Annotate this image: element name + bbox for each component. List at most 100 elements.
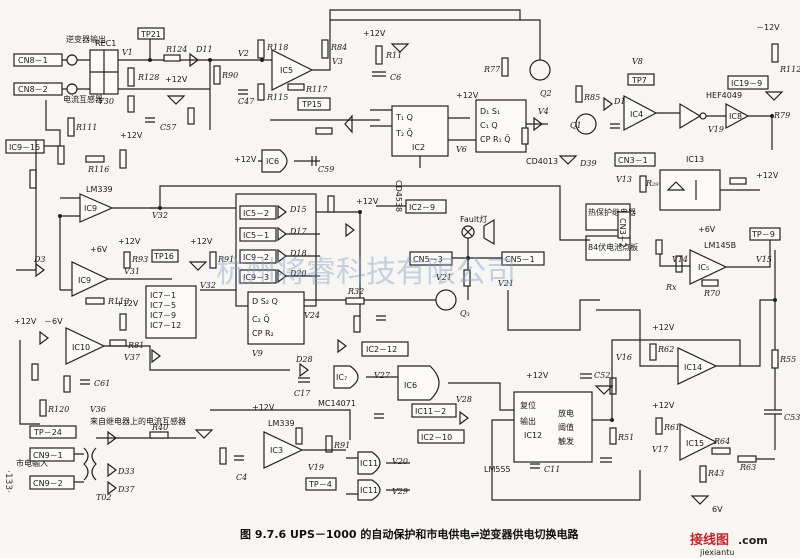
svg-text:IC2－12: IC2－12: [366, 345, 397, 354]
zener-d18: [194, 429, 214, 439]
svg-text:R51: R51: [617, 433, 634, 442]
cd4538-block: +12V R11 C6 T₁ Q T₂ Q̄ IC2 CD4538: [270, 29, 470, 212]
svg-text:R124: R124: [165, 45, 187, 54]
bridge-symbol-icon: [90, 50, 118, 94]
resistor-r115: [257, 83, 265, 101]
logo-sub-text: jiexiantu: [699, 548, 734, 557]
svg-text:IC11: IC11: [360, 486, 378, 495]
svg-text:阈值: 阈值: [558, 422, 574, 432]
svg-text:D₁ S₁: D₁ S₁: [480, 107, 500, 116]
svg-text:84伏电池点板: 84伏电池点板: [588, 242, 638, 252]
bus-wiring: [58, 9, 777, 501]
inverter-ct-block: 逆变器输出 电流互感器 CN8－1 CN8－2 REC1 R128 V1 V30…: [13, 27, 213, 132]
page-side-mark: ·133·: [3, 470, 13, 493]
svg-text:LM555: LM555: [484, 465, 511, 474]
svg-text:D17: D17: [289, 227, 308, 236]
svg-text:V21: V21: [498, 279, 514, 288]
svg-text:D16: D16: [613, 97, 631, 106]
svg-text:LM145B: LM145B: [704, 241, 736, 250]
svg-text:R116: R116: [87, 165, 109, 174]
resistor-r90: [213, 65, 221, 85]
svg-text:CP R₂: CP R₂: [252, 329, 274, 338]
op-amp-ic5: [271, 49, 314, 91]
svg-text:+6V: +6V: [90, 245, 108, 254]
resistor-r121b: [31, 363, 39, 381]
capacitor-c65: [376, 315, 386, 321]
svg-text:+12V: +12V: [356, 197, 379, 206]
ic2-cd4538: [391, 105, 449, 157]
diode-d10: [337, 338, 347, 354]
diode-d2: [344, 114, 353, 134]
transistor-q2: [529, 59, 551, 81]
bridge-diodes-icon: [107, 430, 117, 496]
diode-d17: [345, 222, 355, 238]
svg-text:CN3－2: CN3－2: [618, 218, 627, 248]
svg-text:V9: V9: [252, 349, 263, 358]
svg-text:IC6: IC6: [266, 157, 279, 166]
ic2-10-ref: [417, 429, 465, 444]
svg-text:C11: C11: [544, 465, 560, 474]
svg-text:R115: R115: [266, 93, 288, 102]
center-logic: IC5－2 IC5－1 IC9－2 IC9－3 D15 D17 D18 D20 …: [235, 193, 545, 358]
svg-text:C53: C53: [784, 413, 800, 422]
resistor-r71: [699, 465, 707, 483]
svg-text:IC2－9: IC2－9: [409, 203, 435, 212]
or-gate-ic11b: [357, 479, 381, 501]
resistor-r69: [701, 279, 719, 287]
diode-d9: [594, 385, 614, 395]
svg-text:T₂ Q̄: T₂ Q̄: [395, 128, 413, 138]
buzzer-icon: [483, 218, 495, 246]
svg-text:R43: R43: [707, 469, 724, 478]
svg-text:V21: V21: [436, 273, 452, 282]
svg-text:R62: R62: [657, 345, 674, 354]
resistor-r67: [29, 169, 37, 189]
svg-text:TP－9: TP－9: [751, 230, 775, 239]
svg-text:+6V: +6V: [698, 225, 716, 234]
svg-text:R112: R112: [779, 65, 800, 74]
capacitor-icon: [145, 117, 155, 123]
svg-text:IC9－2: IC9－2: [243, 253, 269, 262]
svg-text:复位: 复位: [520, 400, 536, 410]
mc14071-block: D28 C17 IC₇ MC14071 IC2－12 V27 IC6 V28 I…: [294, 338, 472, 501]
resistor-r116: [85, 155, 105, 163]
inverter-output-label: 逆变器输出: [66, 34, 106, 44]
svg-text:IC15: IC15: [686, 439, 704, 448]
capacitor-c59: [311, 156, 317, 166]
svg-text:+12V: +12V: [14, 317, 37, 326]
or-gate-ic7: [333, 365, 359, 389]
ic5-2-ref: [239, 205, 277, 220]
svg-text:V6: V6: [456, 145, 467, 154]
ic5-1-ref: [239, 227, 277, 242]
svg-text:V1: V1: [122, 48, 133, 57]
ic9-3-ref: [239, 269, 277, 284]
svg-text:C61: C61: [94, 379, 110, 388]
resistor-r35: [295, 427, 303, 445]
svg-text:TP－24: TP－24: [33, 428, 62, 437]
comparator-ic15: [679, 423, 718, 461]
svg-text:触发: 触发: [558, 436, 574, 446]
ic12-lm555: [513, 391, 593, 463]
capacitor-c53: [600, 457, 612, 463]
transistor-q3: [435, 289, 457, 311]
diode-d26: [299, 362, 309, 378]
svg-text:V14: V14: [672, 255, 688, 264]
svg-text:V32: V32: [200, 281, 216, 290]
svg-text:IC2: IC2: [412, 143, 425, 152]
svg-text:C52: C52: [594, 371, 610, 380]
capacitor-c11b: [530, 463, 540, 469]
site-logo: 接线图 .com jiexiantu: [690, 532, 768, 557]
tp15-testpoint: [297, 97, 331, 111]
svg-text:C59: C59: [318, 165, 334, 174]
ic2-12-ref: [361, 341, 409, 357]
svg-text:6V: 6V: [712, 505, 723, 514]
svg-text:IC6: IC6: [404, 381, 417, 390]
svg-text:IC5－2: IC5－2: [243, 209, 269, 218]
resistor-r81: [119, 313, 127, 331]
svg-text:R11: R11: [385, 51, 402, 60]
svg-text:+12V: +12V: [756, 171, 779, 180]
cn8-2-label: CN8－2: [18, 85, 48, 94]
svg-text:市电输入: 市电输入: [16, 458, 48, 468]
cn3-1-connector: [614, 152, 656, 167]
svg-text:V8: V8: [632, 57, 643, 66]
svg-text:+12V: +12V: [165, 75, 188, 84]
